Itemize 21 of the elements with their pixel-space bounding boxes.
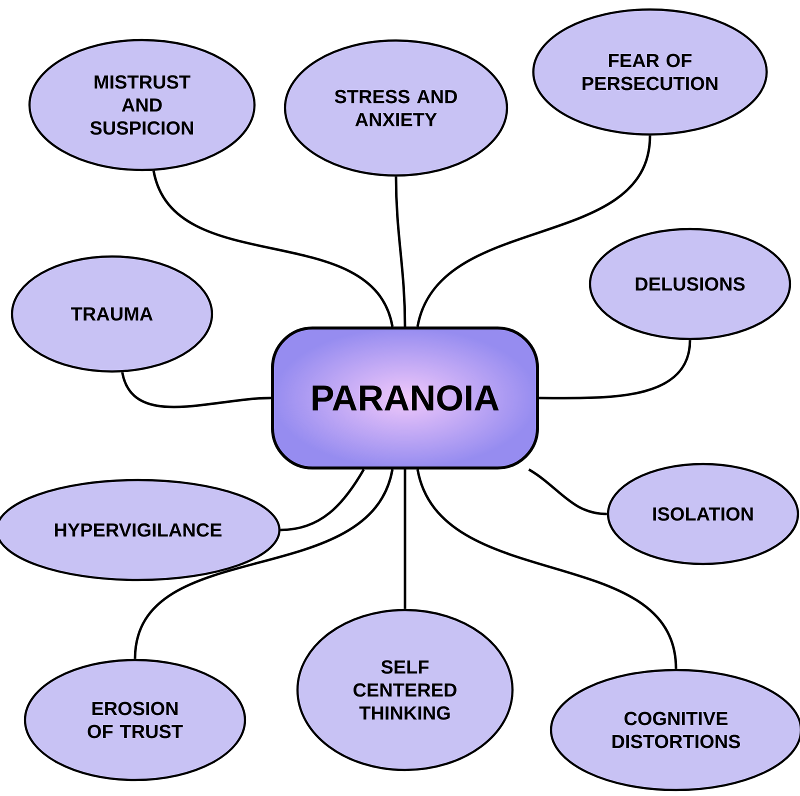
topic-bubble: TRAUMA: [10, 255, 214, 373]
central-topic-box: PARANOIA: [271, 326, 539, 470]
connector-line: [528, 468, 607, 516]
connector-line: [416, 135, 652, 327]
topic-bubble: FEAR OF PERSECUTION: [532, 8, 768, 136]
connector-line: [416, 469, 678, 670]
connector-line: [121, 372, 272, 408]
topic-bubble: MISTRUST AND SUSPICION: [28, 38, 256, 172]
topic-bubble: SELF CENTERED THINKING: [296, 608, 514, 772]
topic-bubble: HYPERVIGILANCE: [0, 478, 281, 582]
connector-line: [394, 176, 406, 327]
topic-bubble: EROSION OF TRUST: [24, 658, 246, 782]
connector-line: [539, 340, 692, 400]
topic-bubble: DELUSIONS: [588, 228, 792, 340]
topic-bubble: ISOLATION: [606, 462, 800, 566]
connector-line: [280, 468, 365, 532]
connector-line: [152, 170, 394, 327]
connector-line: [134, 469, 394, 660]
topic-bubble: STRESS AND ANXIETY: [284, 39, 508, 177]
connector-line: [404, 470, 406, 609]
topic-bubble: COGNITIVE DISTORTIONS: [550, 668, 800, 792]
